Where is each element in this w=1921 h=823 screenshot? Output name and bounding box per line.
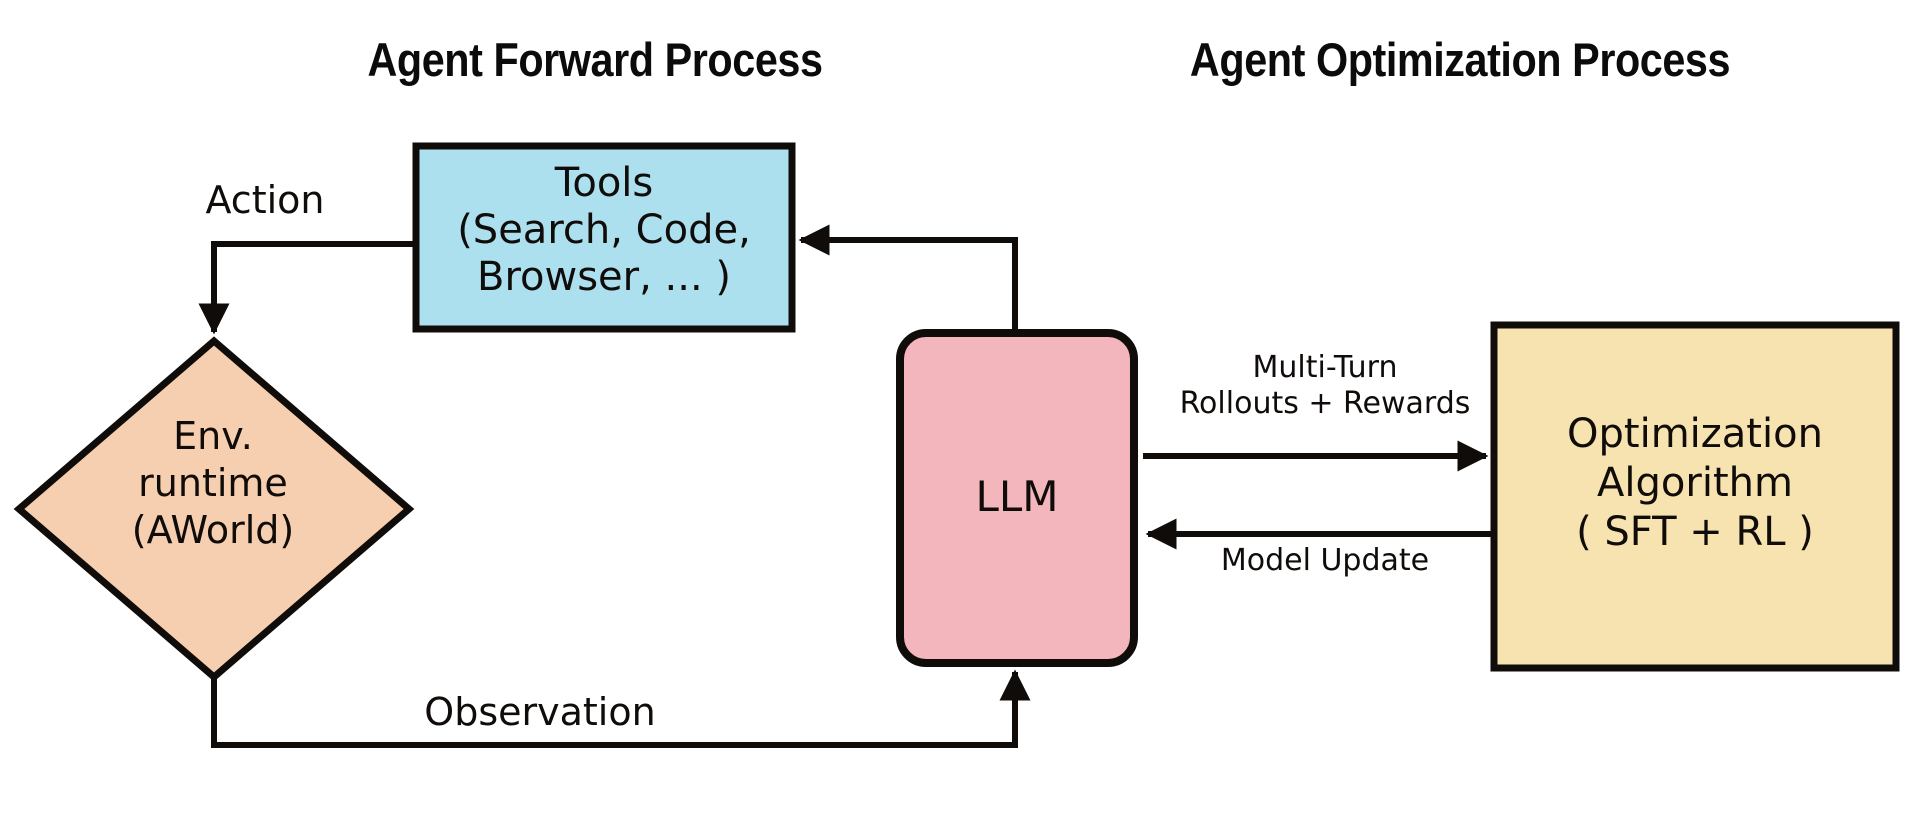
tool-call-arrow	[798, 224, 1018, 332]
section-title-agent-optimization-process: Agent Optimization Process	[1189, 33, 1731, 86]
tools-node-hit-area[interactable]	[415, 145, 793, 330]
edge-label-model-update: Model Update	[1155, 543, 1495, 579]
env-runtime-node-hit-area[interactable]	[18, 340, 410, 678]
observation-arrow	[211, 669, 1031, 748]
optimization-node-hit-area[interactable]	[1492, 323, 1898, 670]
llm-box[interactable]	[896, 329, 1138, 667]
env-runtime-diamond[interactable]	[13, 336, 415, 682]
rollouts-label-line-2: Rollouts + Rewards	[1179, 386, 1471, 421]
action-arrow	[198, 241, 416, 335]
edge-label-observation: Observation	[424, 690, 656, 734]
tools-box[interactable]	[412, 142, 796, 333]
section-title-agent-forward-process: Agent Forward Process	[367, 33, 823, 86]
edge-label-action: Action	[205, 178, 325, 222]
rollouts-label-line-1: Multi-Turn	[1252, 350, 1398, 385]
model-update-label-line-1: Model Update	[1220, 543, 1430, 578]
edge-label-rollouts: Multi-Turn Rollouts + Rewards	[1155, 350, 1495, 422]
llm-node-hit-area[interactable]	[898, 331, 1136, 665]
optimization-algorithm-box[interactable]	[1490, 321, 1900, 672]
